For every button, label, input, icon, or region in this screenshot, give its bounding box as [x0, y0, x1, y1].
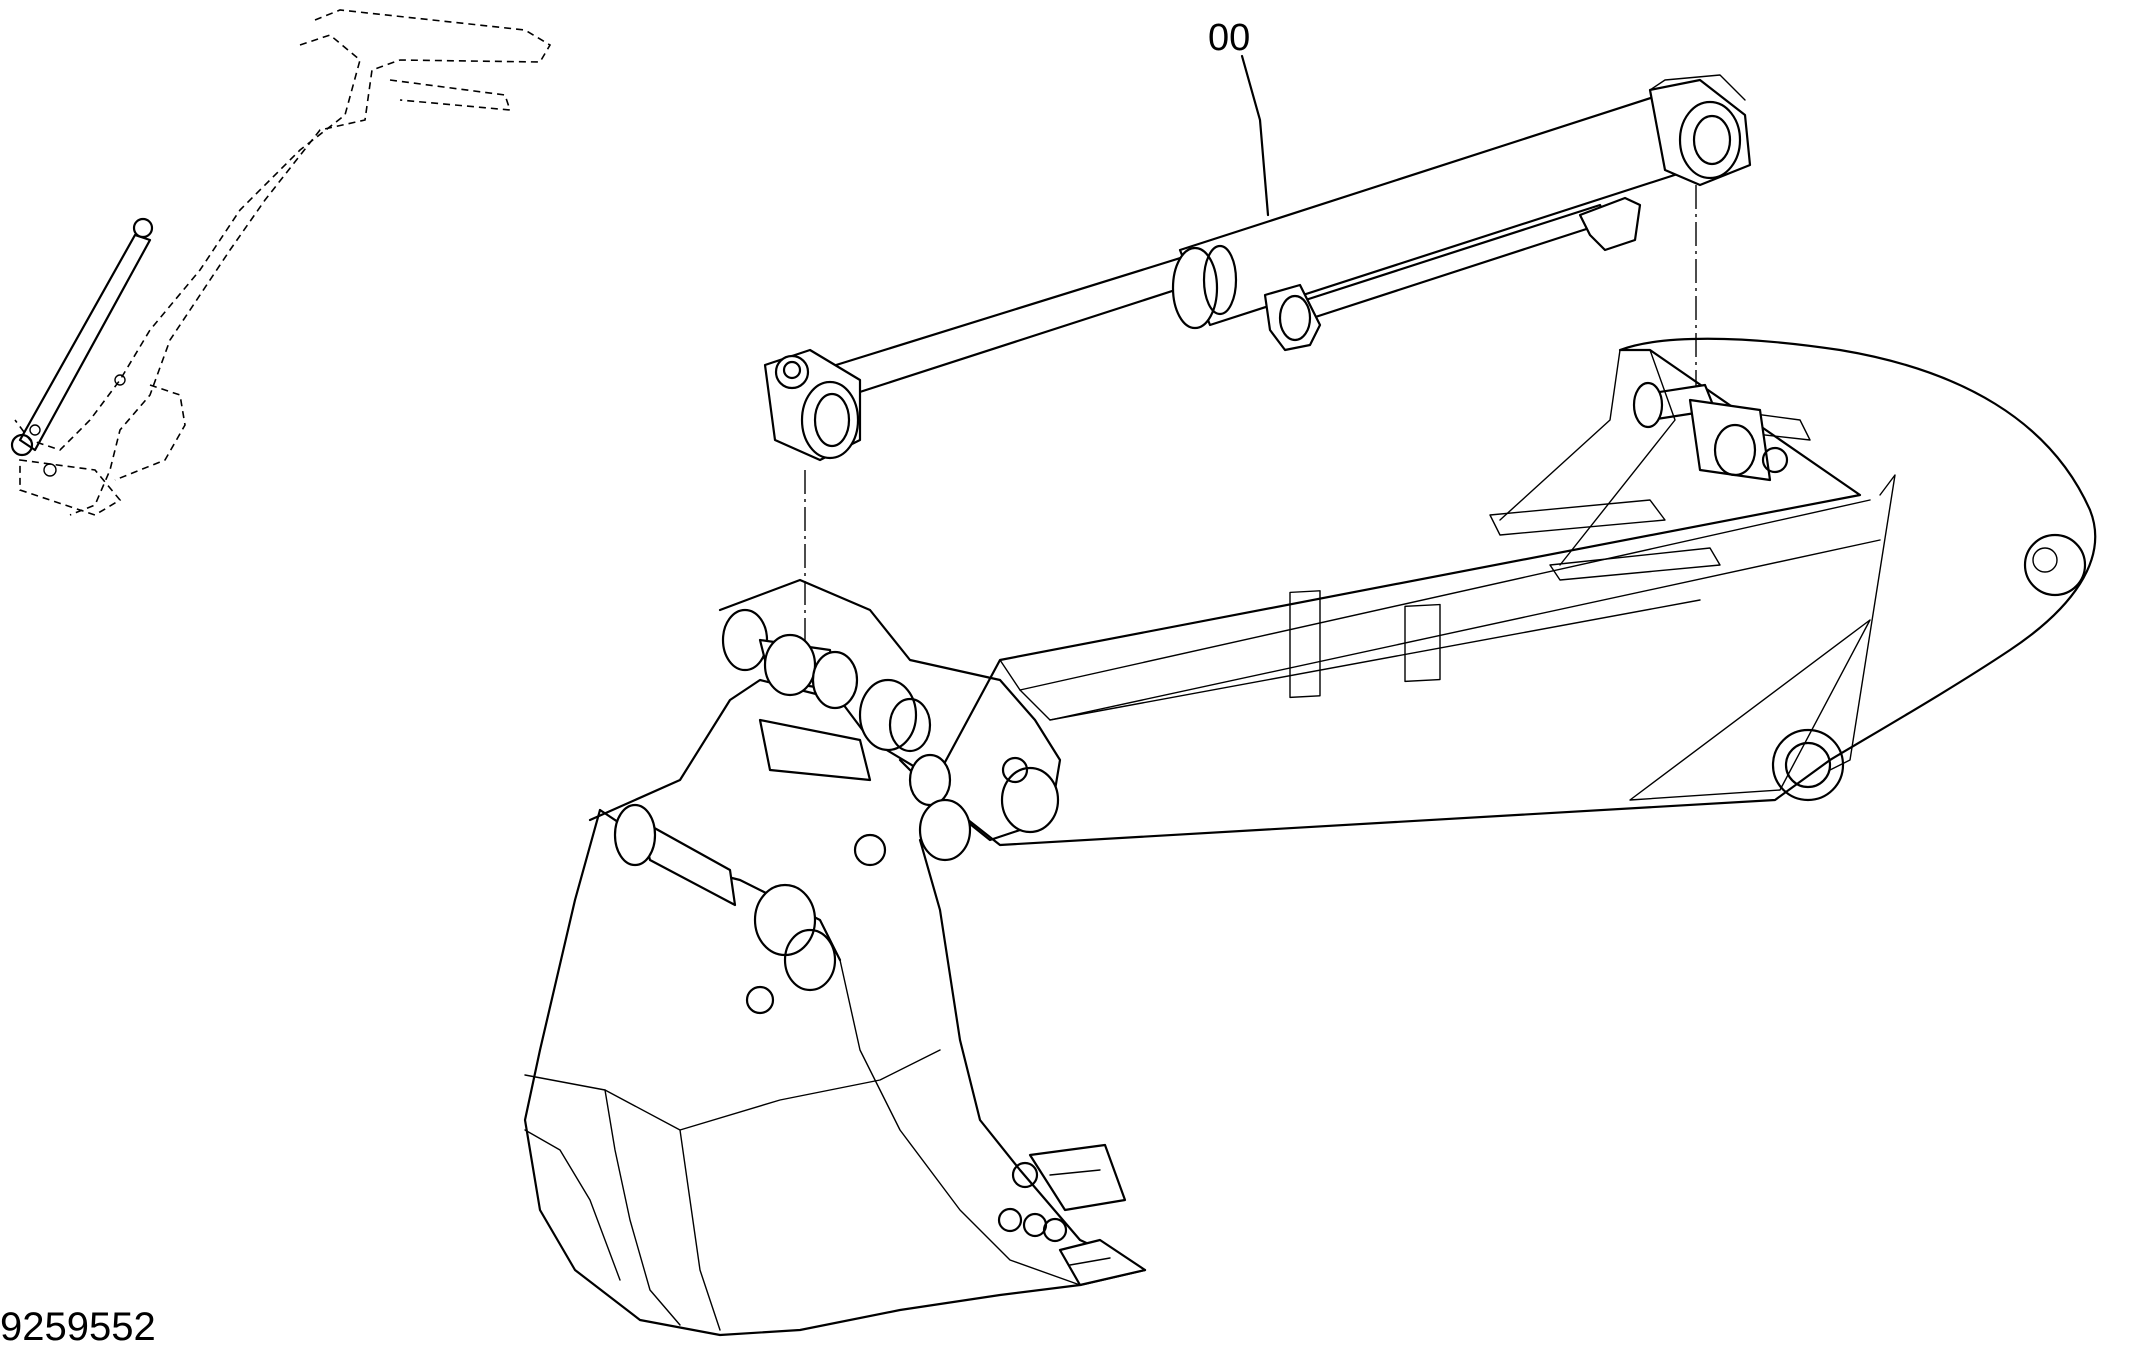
alignment-lines	[804, 185, 1697, 650]
arm-assembly	[928, 337, 2097, 847]
callout-leader	[1240, 54, 1270, 217]
bucket-assembly	[523, 578, 1147, 1337]
callout-label: 00	[1208, 17, 1250, 59]
location-thumbnail	[10, 9, 552, 516]
figure-number: 9259552	[0, 1305, 156, 1345]
hydraulic-cylinder	[763, 74, 1752, 462]
